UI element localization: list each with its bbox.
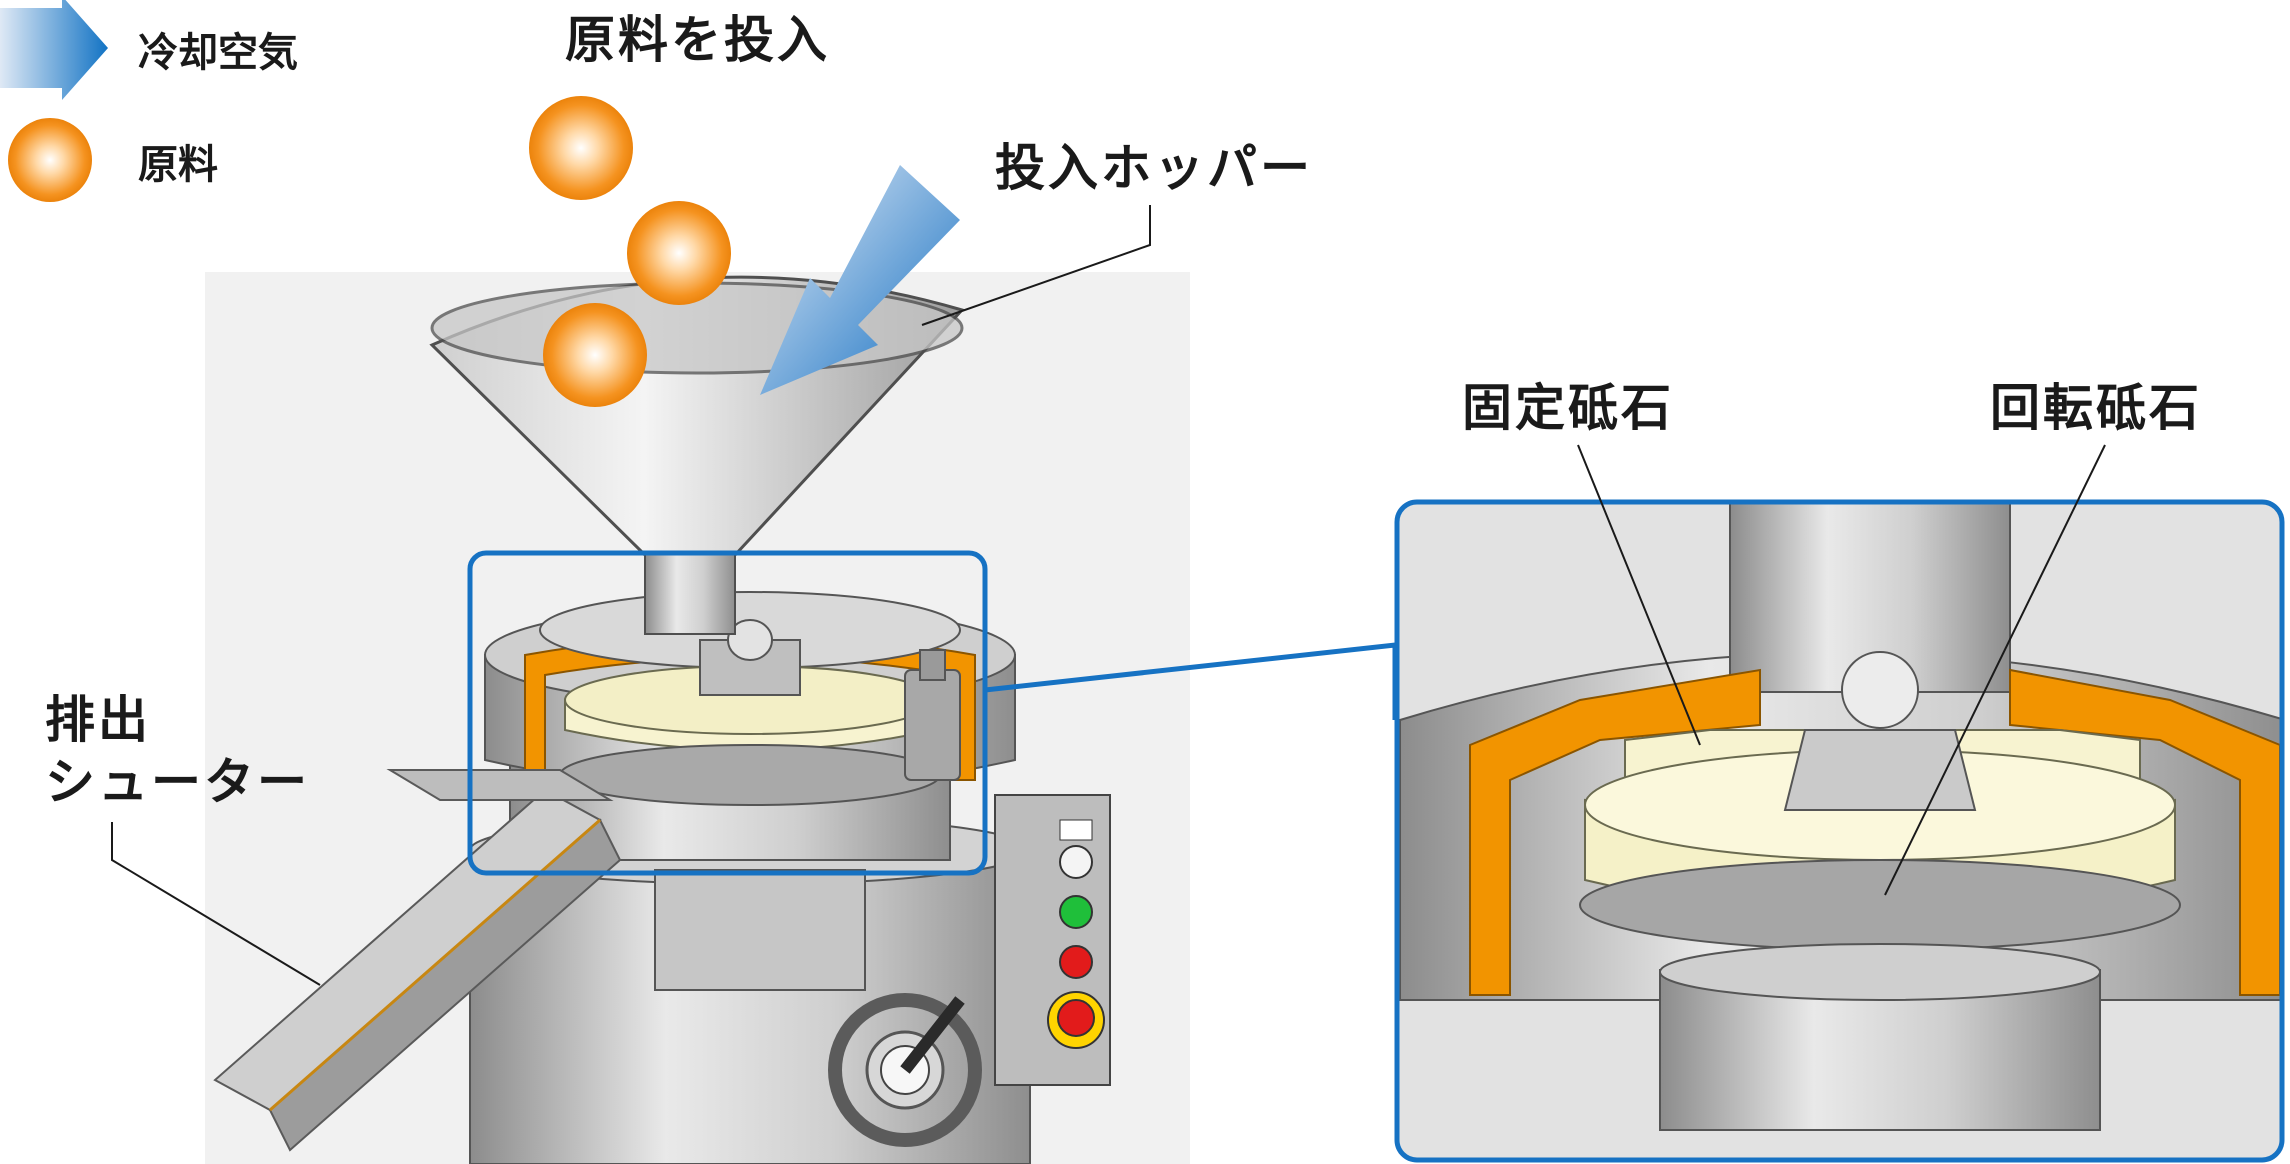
zoom-panel xyxy=(1397,502,2285,1160)
control-panel xyxy=(995,795,1110,1085)
discharge-label-line2: シューター xyxy=(45,742,310,814)
feed-label: 原料を投入 xyxy=(565,0,830,72)
fixed-stone-label: 固定砥石 xyxy=(1462,368,1674,440)
material-ball-icon xyxy=(529,96,633,200)
legend-material-label: 原料 xyxy=(138,132,218,190)
material-ball-icon xyxy=(543,303,647,407)
green-button-icon xyxy=(1060,896,1092,928)
red-button-icon xyxy=(1060,946,1092,978)
rotating-stone-label: 回転砥石 xyxy=(1990,368,2202,440)
legend-cooling-air-label: 冷却空気 xyxy=(138,20,298,78)
material-ball-icon xyxy=(627,201,731,305)
hopper-label: 投入ホッパー xyxy=(995,128,1313,200)
material-ball-icon xyxy=(8,118,92,202)
white-button-icon xyxy=(1060,846,1092,878)
cooling-air-arrow-icon xyxy=(0,0,108,100)
legend xyxy=(0,0,108,202)
